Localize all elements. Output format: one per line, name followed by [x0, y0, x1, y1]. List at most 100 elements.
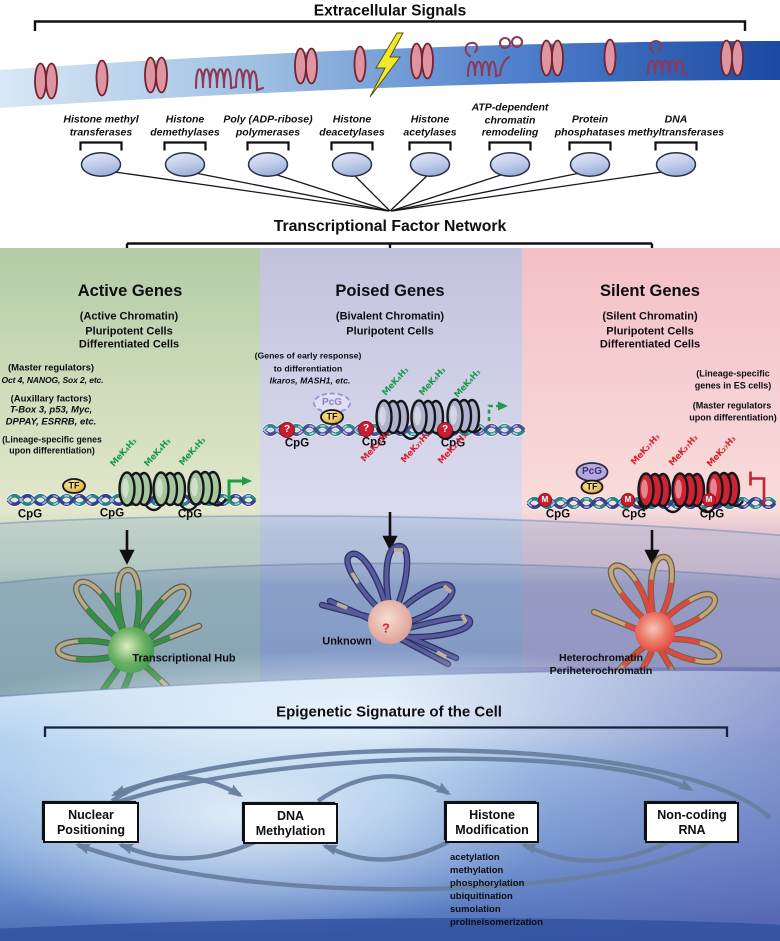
poised-cpg-3: CpG [440, 437, 466, 450]
silent-title: Silent Genes [600, 281, 700, 300]
signature-title: Epigenetic Signature of the Cell [276, 703, 502, 721]
silent-pcg-label: PcG [581, 466, 603, 477]
active-note-aux-genes1: T-Box 3, p53, Myc, [9, 404, 93, 416]
poised-arrowhead [498, 401, 508, 411]
active-tf-label: TF [68, 480, 80, 491]
silent-cells1: Pluripotent Cells [606, 325, 694, 338]
active-cpg-3: CpG [177, 508, 203, 521]
enzyme-brackets [79, 141, 698, 151]
silent-m-circles [538, 493, 716, 507]
silent-note2: (Master regulators [692, 400, 772, 410]
silent-repression-symbol [749, 471, 766, 505]
active-cells1: Pluripotent Cells [85, 325, 173, 338]
network-label: Transcriptional Factor Network [273, 218, 507, 236]
poised-chromatin: (Bivalent Chromatin) [335, 310, 445, 323]
silent-m-1: M [541, 495, 549, 504]
hub-label-unknown: Unknown [322, 635, 372, 648]
silent-tf-label: TF [586, 481, 598, 492]
silent-note2b: upon differentiation) [689, 412, 777, 422]
poised-q-1: ? [283, 424, 291, 435]
figure-title: Extracellular Signals [313, 2, 467, 20]
hub-question-mark: ? [382, 620, 390, 636]
hub-label-periheterochromatin: Periheterochromatin [549, 664, 653, 677]
poised-question-circles [279, 421, 453, 438]
nucleosome-icon [187, 470, 222, 506]
active-cpg-2: CpG [99, 507, 125, 520]
interaction-arcs [58, 748, 772, 892]
silent-m-2: M [624, 495, 632, 504]
modification-sumolation: sumolation [450, 904, 501, 915]
poised-note1b: to differentiation [273, 363, 343, 374]
poised-cpg-2: CpG [361, 436, 387, 449]
silent-note1b: genes in ES cells) [694, 380, 772, 391]
active-tf-oval [62, 478, 86, 494]
modification-ubiquitination: ubiquitination [450, 891, 513, 902]
poised-pcg-oval [313, 392, 351, 414]
active-title: Active Genes [77, 281, 183, 300]
enzyme-label-parp: Poly (ADP-ribose)polymerases [223, 113, 313, 139]
silent-cpg-1: CpG [545, 507, 571, 520]
poised-note1: (Genes of early response) [254, 350, 362, 361]
poised-transcription-arrow [487, 404, 500, 421]
poised-tf-oval [320, 409, 344, 425]
nucleosome-icon [118, 471, 153, 507]
active-note-lineage1: (Lineage-specific genes [2, 434, 102, 445]
poised-title: Poised Genes [335, 281, 445, 300]
nucleosome-icon [375, 399, 410, 435]
silent-m-3: M [705, 495, 713, 504]
hub-arrows [119, 512, 660, 565]
nucleosome-icon [637, 472, 672, 508]
signature-bracket [43, 726, 729, 737]
active-transcription-arrow [227, 476, 252, 503]
silent-cpg-2: CpG [621, 507, 647, 520]
poised-note1c: Ikaros, MASH1, etc. [269, 375, 351, 386]
nucleosome-icon [671, 472, 706, 508]
lightning-bolt-icon [369, 32, 404, 98]
silent-note1: (Lineage-specific [696, 368, 770, 379]
poised-pcg-label: PcG [321, 397, 343, 408]
active-note-master: (Master regulators) [7, 362, 95, 374]
silent-tf-oval [580, 479, 604, 495]
active-chromatin: (Active Chromatin) [79, 310, 179, 323]
poised-cells1: Pluripotent Cells [346, 325, 434, 338]
active-note-lineage2: upon differentiation) [9, 445, 95, 456]
nucleosome-icon [152, 471, 187, 507]
extracellular-bracket [33, 20, 747, 31]
hub-label-transcriptional: Transcriptional Hub [132, 652, 236, 665]
poised-cpg-1: CpG [284, 437, 310, 450]
enzyme-ellipses [80, 152, 697, 177]
poised-tf-label: TF [326, 411, 338, 422]
active-cells2: Differentiated Cells [78, 338, 180, 351]
enzyme-fan-lines [100, 169, 677, 212]
membrane-receptors [34, 38, 744, 100]
active-note-master-genes: Oct 4, NANOG, Sox 2, etc. [1, 374, 104, 385]
poised-q-3: ? [441, 424, 449, 435]
active-note-aux-genes2: DPPAY, ESRRB, etc. [5, 415, 97, 427]
poised-q-2: ? [362, 423, 370, 434]
membrane-band [0, 41, 780, 108]
modification-acetylation: acetylation [450, 852, 500, 863]
active-note-aux: (Auxillary factors) [10, 392, 92, 404]
modification-phosphorylation: phosphorylation [450, 878, 525, 889]
silent-cpg-3: CpG [699, 507, 725, 520]
modification-methylation: methylation [450, 865, 504, 876]
nuclear-band-1-edge [0, 515, 780, 536]
silent-chromatin: (Silent Chromatin) [602, 310, 698, 323]
modification-prolineisomerization: prolineisomerization [450, 917, 543, 928]
active-cpg-1: CpG [17, 508, 43, 521]
silent-cells2: Differentiated Cells [599, 338, 701, 351]
interaction-arc-arrowheads [75, 779, 694, 856]
hub-label-heterochromatin: Heterochromatin [558, 651, 644, 664]
